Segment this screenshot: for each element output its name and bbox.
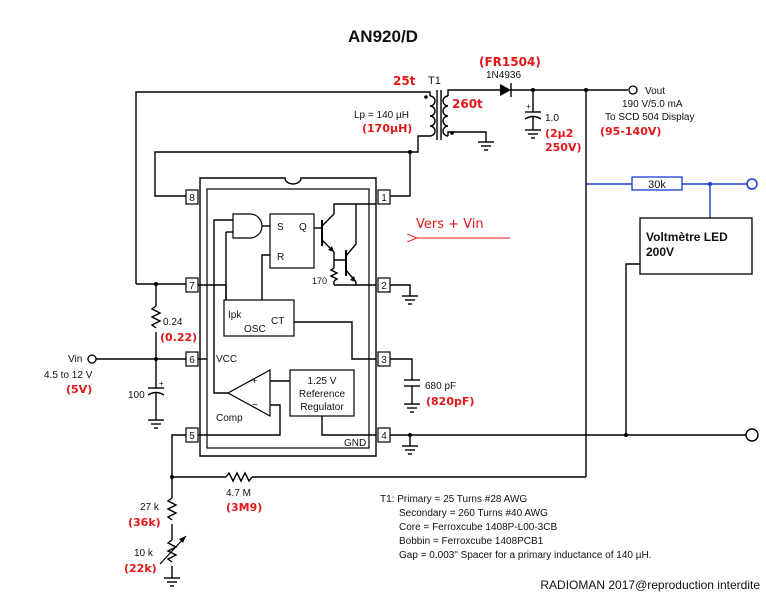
ic-pins: 8 7 6 5 1 2 3 4 [185,189,391,443]
voltmeter-line1: Voltmètre LED [646,230,728,244]
title: AN920/D [348,27,418,46]
latch-r: R [277,252,284,263]
note-line: Gap = 0.003" Spacer for a primary induct… [399,550,652,561]
voltmeter-terminal-top[interactable] [746,178,758,190]
ground-symbol [402,445,418,455]
input-capacitor: + [147,359,165,429]
vout-terminal[interactable] [628,85,638,95]
latch [269,213,315,269]
note-line: Core = Ferroxcube 1408P-L00-3CB [399,522,557,533]
latch-s: S [277,222,284,233]
sense-mod: (0.22) [160,331,197,344]
svg-text:+: + [159,379,164,388]
diode-part: 1N4936 [486,70,521,81]
pin-3: 3 [381,355,387,366]
inductance-mod: (170µH) [362,122,412,135]
vin-terminal[interactable] [87,354,97,364]
inductance-label: Lp = 140 µH [354,110,409,121]
timing-cap-mod: (820pF) [426,395,474,408]
svg-text:+: + [252,376,257,386]
sense-value: 0.24 [163,317,183,328]
note-line: T1: Primary = 25 Turns #28 AWG [380,494,527,505]
transformer-secondary-mod: 260t [452,97,483,111]
pin-8: 8 [189,193,195,204]
transformer-ref: T1 [428,75,441,87]
voltmeter-line2: 200V [646,245,674,259]
ground-symbol [164,577,180,587]
timing-cap-value: 680 pF [425,381,456,392]
vout-range-mod: (95-140V) [600,125,661,138]
diode-mod: (FR1504) [479,55,541,69]
r-bot-value: 27 k [140,502,160,513]
oscillator-block [223,299,295,337]
credit: RADIOMAN 2017@reproduction interdite [540,578,760,592]
r-bot-mod: (36k) [128,516,161,529]
annotation-vers-vin: Vers + Vin [416,217,484,232]
vout-label: Vout [645,86,665,97]
pot-value: 10 k [134,548,154,559]
output-capacitor: + [524,90,542,139]
pin-4: 4 [381,431,387,442]
vout-spec: 190 V/5.0 mA [622,99,683,110]
latch-q: Q [299,222,307,233]
output-cap-mod1: (2µ2 [545,127,573,140]
ct-label: CT [271,316,284,327]
comp-label: Comp [216,413,243,424]
feedback-resistor-27k [166,497,178,521]
gnd-label: GND [344,438,366,449]
reg-line3: Regulator [300,402,344,413]
ic-inner-border [206,188,370,449]
comparator [226,368,271,418]
voltmeter-box [639,217,753,275]
resistor-30k-label: 30k [648,179,666,191]
transformer-primary-mod: 25t [393,74,416,88]
pin-2: 2 [381,281,387,292]
vin-mod: (5V) [66,383,92,396]
r-top-value: 4.7 M [226,488,251,499]
pin-6: 6 [189,355,195,366]
input-cap-value: 100 [128,390,145,401]
pin-1: 1 [381,193,387,204]
vin-range: 4.5 to 12 V [44,370,93,381]
reg-line1: 1.25 V [308,376,337,387]
svg-text:+: + [526,102,531,111]
darlington-transistors [314,203,376,286]
vcc-label: VCC [216,354,237,365]
pot-mod: (22k) [124,562,157,575]
r-top-mod: (3M9) [226,501,262,514]
resistor-170-label: 170 [312,276,327,286]
note-line: Bobbin = Ferroxcube 1408PCB1 [399,536,544,547]
and-gate [232,213,263,239]
vout-display: To SCD 504 Display [605,112,694,123]
note-line: Secondary = 260 Turns #40 AWG [399,508,548,519]
pin-7: 7 [189,281,195,292]
reference-regulator [289,369,355,417]
feedback-resistor-top [225,471,253,483]
diode-d1 [500,83,512,97]
osc-label: OSC [244,324,266,335]
timing-capacitor [404,379,420,413]
output-cap-mod2: 250V) [545,141,582,154]
ipk-label: Ipk [228,310,242,321]
vin-label: Vin [68,354,82,365]
output-cap-value: 1.0 [545,113,559,124]
sense-resistor [150,305,162,329]
ground-symbol [478,141,494,151]
voltmeter-terminal-bottom[interactable] [745,428,759,442]
svg-text:−: − [252,400,258,411]
reg-line2: Reference [299,389,346,400]
pin-5: 5 [189,431,195,442]
transformer-t1 [424,90,454,140]
ground-symbol [402,295,418,305]
potentiometer [166,539,178,563]
